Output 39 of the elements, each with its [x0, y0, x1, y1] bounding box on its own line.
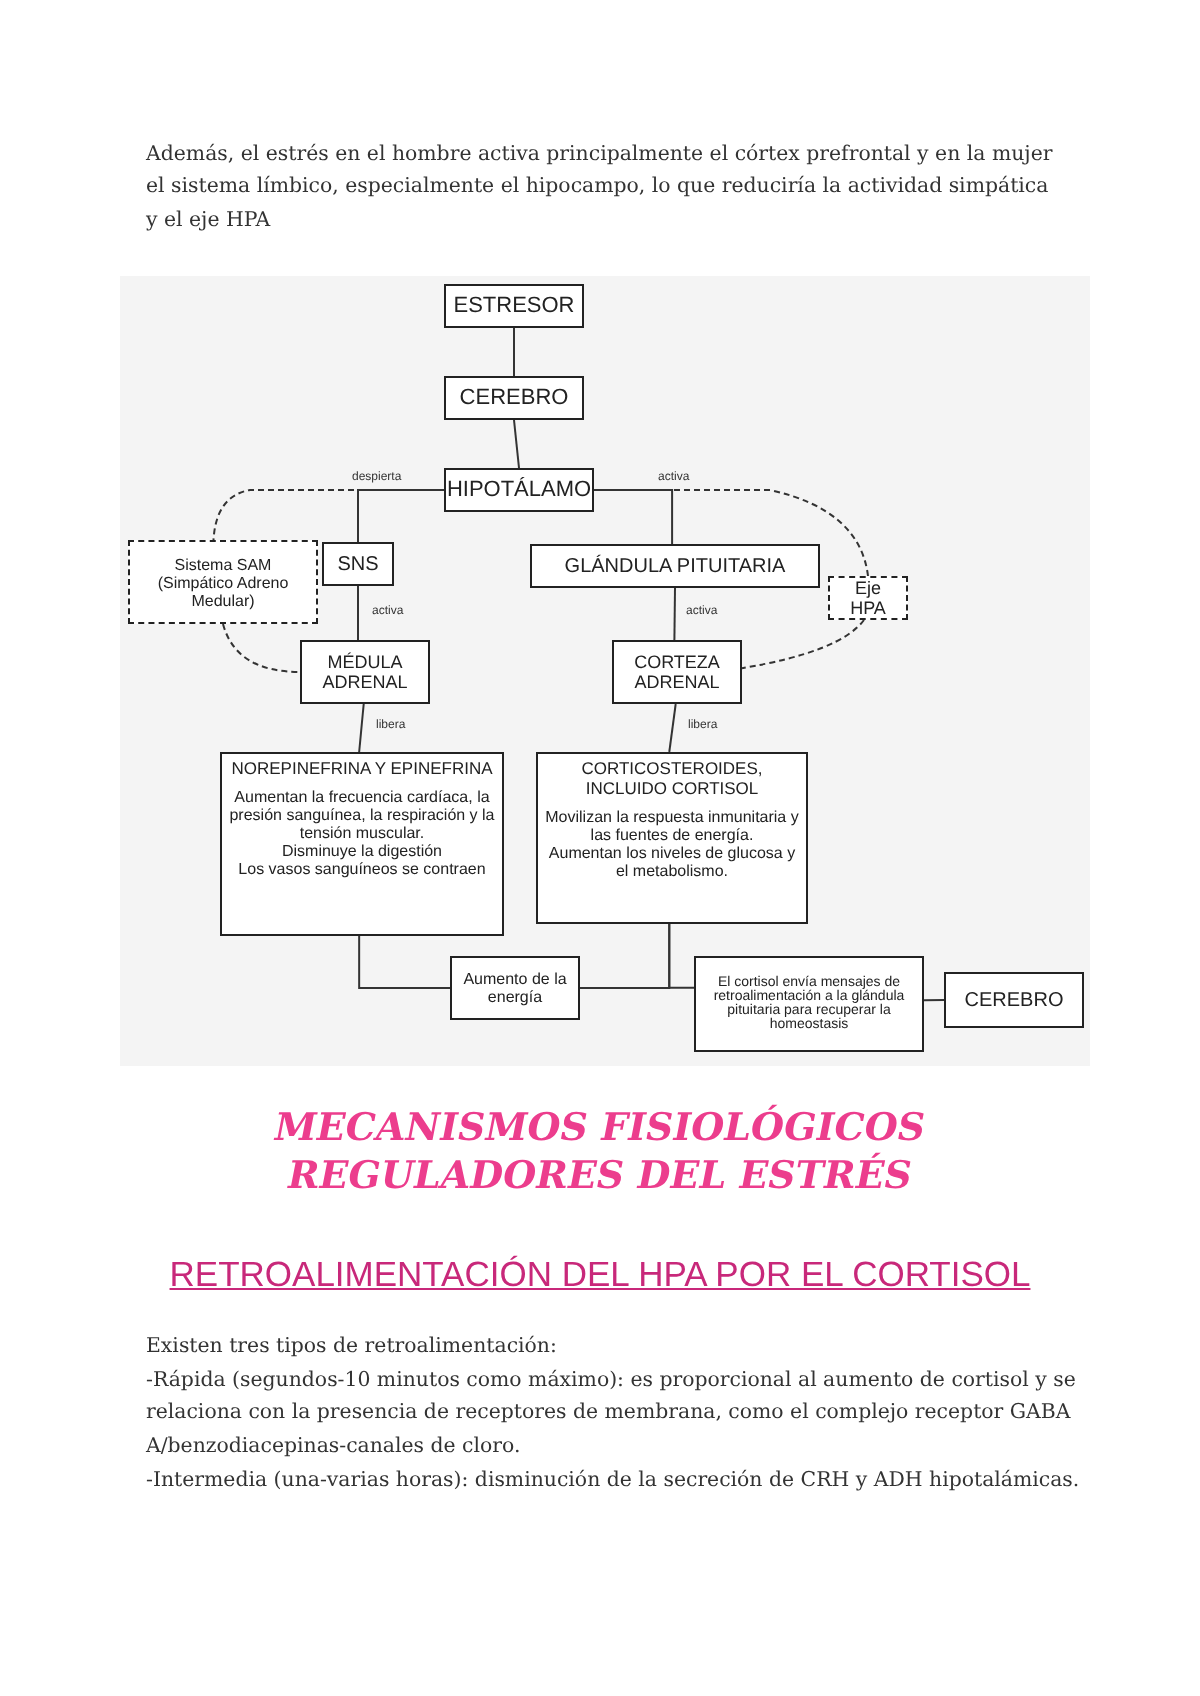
dashed-connector	[593, 489, 869, 577]
connector-line	[513, 419, 520, 469]
section-heading: MECANISMOS FISIOLÓGICOS REGULADORES DEL ESTRÉS	[271, 1106, 928, 1201]
process-box: CORTEZA ADRENAL	[612, 640, 742, 704]
process-box	[536, 752, 808, 924]
connector-line	[357, 585, 359, 641]
connector-line	[358, 935, 451, 989]
dashed-connector	[212, 489, 445, 541]
box-text: Aumentan los niveles de glucosa y el metabolismo.	[546, 844, 798, 880]
box-text: Disminuye la digestión	[281, 842, 443, 860]
connector-line	[358, 703, 365, 753]
process-box: GLÁNDULA PITUITARIA	[530, 544, 820, 588]
process-box: HIPOTÁLAMO	[444, 468, 594, 512]
box-text: Aumentan la frecuencia cardíaca, la presión sanguínea, la respiración y la tensión muscular.	[228, 788, 496, 842]
box-text: Los vasos sanguíneos se contraen	[238, 860, 486, 878]
subheading: RETROALIMENTACIÓN DEL HPA POR EL CORTISOL	[167, 1254, 1033, 1296]
process-box	[220, 752, 504, 936]
process-box: Eje HPA	[828, 576, 908, 620]
dashed-connector	[741, 619, 865, 670]
box-text: Movilizan la respuesta inmunitaria y las fuentes de energía.	[544, 808, 800, 844]
paragraph: Existen tres tipos de retroalimentación:	[146, 1333, 559, 1362]
connector-line	[668, 923, 695, 989]
box-heading: NOREPINEFRINA Y EPINEFRINA	[231, 758, 493, 778]
dashed-connector	[222, 623, 301, 673]
connector-line	[513, 327, 515, 377]
process-box: SNS	[322, 542, 394, 586]
connector-line	[673, 587, 676, 641]
paragraph: -Rápida (segundos-10 minutos como máximo): es proporcional al aumento de cortisol y se relaciona con la presencia de receptores de membrana, como el complejo receptor GABA A/benzodiacepinas-canales de cloro.	[146, 1367, 1078, 1462]
process-box: Aumento de la energía	[450, 956, 580, 1020]
connector-line	[668, 703, 677, 753]
process-box: ESTRESOR	[444, 284, 584, 328]
paragraph: -Intermedia (una-varias horas): disminución de la secreción de CRH y ADH hipotalámicas.	[146, 1467, 1082, 1496]
process-box: Sistema SAM (Simpático Adreno Medular)	[128, 540, 318, 624]
paragraph: Además, el estrés en el hombre activa principalmente el córtex prefrontal y en la mujer el sistema límbico, especialmente el hipocampo, lo que reduciría la actividad simpática y el eje HPA	[146, 141, 1055, 236]
box-heading: CORTICOSTEROIDES, INCLUIDO CORTISOL	[579, 758, 765, 798]
process-box: MÉDULA ADRENAL	[300, 640, 430, 704]
connector-line	[923, 999, 945, 1002]
process-box: CEREBRO	[944, 972, 1084, 1028]
process-box: CEREBRO	[444, 376, 584, 420]
